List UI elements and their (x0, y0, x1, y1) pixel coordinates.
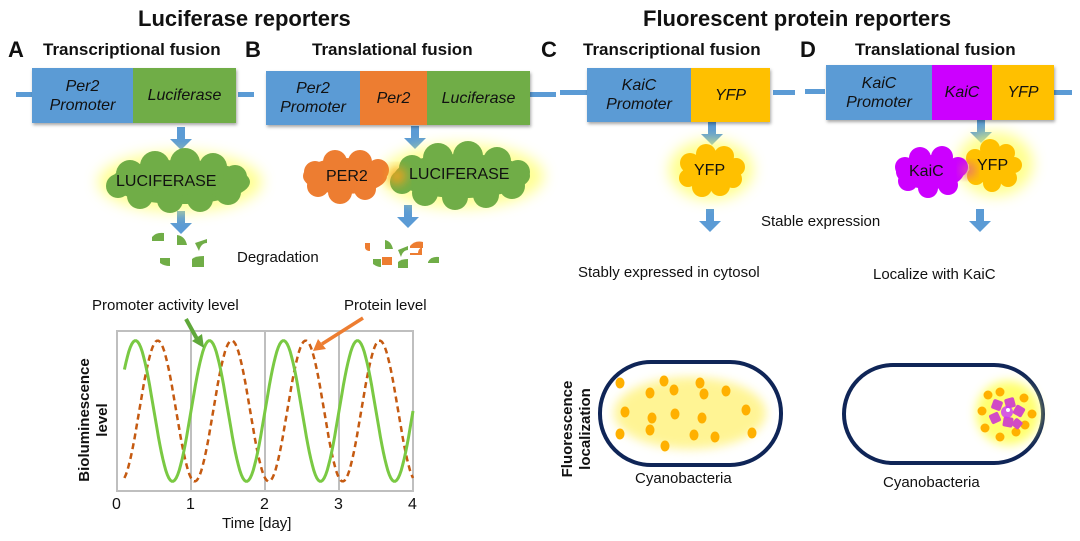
segment-yfp: YFP (992, 65, 1054, 120)
degraded-fragments-b (365, 240, 439, 268)
panel-c-subtitle: Transcriptional fusion (583, 40, 761, 59)
series-promoter-activity (122, 339, 415, 483)
yfp-dot (689, 429, 699, 441)
protein-label-per2: PER2 (326, 168, 368, 185)
outcome-label-c: Stably expressed in cytosol (578, 264, 760, 281)
x-tick-label: 1 (186, 496, 195, 513)
segment-per2-promoter: Per2 Promoter (32, 68, 133, 123)
arrow-down-icon (969, 209, 991, 232)
construct-b: Per2 Promoter Per2 Luciferase (266, 71, 530, 125)
protein-label-yfp-d: YFP (977, 157, 1009, 174)
yfp-cloud-c (679, 144, 745, 197)
cell-label-d: Cyanobacteria (883, 474, 980, 491)
panel-b-subtitle: Translational fusion (312, 40, 473, 59)
protein-label-kaic: KaiC (909, 163, 944, 180)
protein-label-luciferase-b: LUCIFERASE (409, 166, 510, 183)
yfp-dot (747, 427, 757, 439)
luciferase-cloud-b (390, 141, 530, 210)
yfp-dot (615, 377, 625, 389)
arrow-down-icon (699, 209, 721, 232)
yfp-dot (659, 375, 669, 387)
segment-kaic-promoter: KaiC Promoter (826, 65, 932, 120)
annotation-protein-level: Protein level (344, 297, 427, 314)
stable-expression-label: Stable expression (761, 213, 881, 230)
yfp-dot (741, 404, 751, 416)
construct-a: Per2 Promoter Luciferase (32, 68, 236, 123)
chart-x-axis-label: Time [day] (222, 515, 292, 532)
segment-kaic-promoter: KaiC Promoter (587, 68, 691, 122)
protein-label-luciferase-a: LUCIFERASE (116, 173, 217, 190)
yfp-dot (710, 431, 720, 443)
promoter-annotation-arrow (184, 318, 204, 348)
yfp-dot (647, 412, 657, 424)
x-tick-label: 2 (260, 496, 269, 513)
section-title-luciferase: Luciferase reporters (138, 6, 351, 31)
construct-c: KaiC Promoter YFP (587, 68, 770, 122)
construct-d: KaiC Promoter KaiC YFP (826, 65, 1054, 120)
arrow-down-icon (397, 205, 419, 228)
per2-cloud (303, 150, 389, 204)
series-protein-level (123, 339, 415, 483)
yfp-dot (645, 424, 655, 436)
panel-letter-d: D (800, 37, 816, 62)
yfp-dots-c (615, 375, 757, 452)
segment-luciferase: Luciferase (427, 71, 530, 125)
kaic-yfp-cluster (977, 387, 1037, 442)
segment-kaic: KaiC (932, 65, 992, 120)
cell-wall-d (842, 363, 1045, 465)
x-tick-label: 4 (408, 496, 417, 513)
protein-label-yfp-c: YFP (694, 162, 726, 179)
degraded-fragments-a (152, 232, 207, 267)
y-axis-label-text: Bioluminescence level (76, 358, 111, 482)
x-tick-label: 0 (112, 496, 121, 513)
yfp-dot (721, 385, 731, 397)
cell-label-c: Cyanobacteria (635, 470, 732, 487)
annotation-promoter-activity: Promoter activity level (92, 297, 239, 314)
panel-d-subtitle: Translational fusion (855, 40, 1016, 59)
panel-letter-b: B (245, 37, 261, 62)
yfp-dot (699, 388, 709, 400)
x-tick-label: 3 (334, 496, 343, 513)
arrow-down-icon (170, 211, 192, 234)
section-title-fluorescent: Fluorescent protein reporters (643, 6, 952, 31)
cell-wall-c (598, 360, 783, 467)
yfp-dot (670, 408, 680, 420)
arrow-down-icon (701, 122, 723, 145)
panel-a-subtitle: Transcriptional fusion (43, 40, 221, 59)
yfp-dot (615, 428, 625, 440)
protein-annotation-arrow (313, 316, 364, 351)
chart-y-axis-label: Bioluminescence level (76, 345, 114, 495)
fluorescence-localization-label: Fluorescence localization (559, 380, 594, 478)
yfp-dot (645, 387, 655, 399)
segment-yfp: YFP (691, 68, 770, 122)
panel-letter-a: A (8, 37, 24, 62)
outcome-label-d: Localize with KaiC (873, 266, 996, 283)
yfp-dot (620, 406, 630, 418)
segment-luciferase: Luciferase (133, 68, 236, 123)
segment-per2-promoter: Per2 Promoter (266, 71, 360, 125)
yfp-dot (697, 412, 707, 424)
yfp-dot (660, 440, 670, 452)
yfp-dot (695, 377, 705, 389)
degradation-label: Degradation (237, 249, 319, 266)
yfp-dot (669, 384, 679, 396)
luciferase-cloud-a (106, 148, 250, 213)
panel-letter-c: C (541, 37, 557, 62)
arrow-down-icon (404, 126, 426, 149)
arrow-down-icon (170, 127, 192, 150)
segment-per2: Per2 (360, 71, 427, 125)
